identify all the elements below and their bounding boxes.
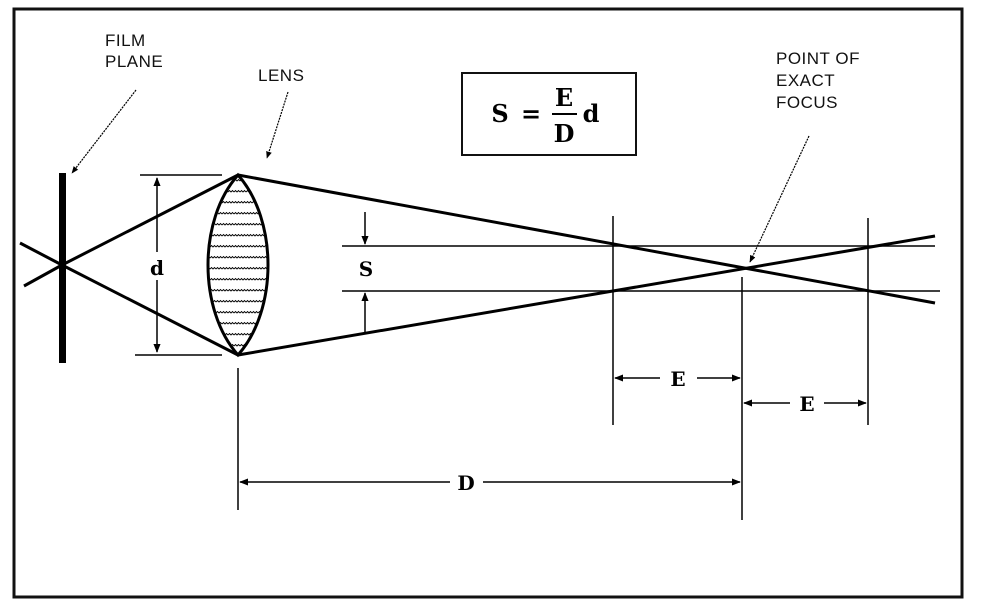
formula-numerator: E: [555, 83, 573, 112]
lens-label: LENS: [258, 66, 304, 85]
focus-label-line1: POINT OF: [776, 49, 860, 68]
spacing-label: S: [359, 257, 373, 281]
ray-extension-top: [19, 241, 63, 267]
ray-lens-top-to-far: [237, 173, 936, 305]
ray-lens-bottom-to-far: [237, 234, 936, 357]
distance-label: D: [457, 471, 474, 495]
focus-label-line2: EXACT: [776, 71, 835, 90]
formula-factor: d: [583, 99, 600, 128]
formula-lhs: S: [491, 99, 508, 128]
aperture-label: d: [150, 256, 164, 280]
ray-film-to-lens-top: [61, 173, 239, 267]
focus-label-line3: FOCUS: [776, 93, 838, 112]
ray-film-to-lens-bottom: [61, 263, 239, 357]
formula-denominator: D: [554, 119, 575, 148]
film-plane-bar: [59, 173, 66, 363]
lens-callout-arrow: [266, 91, 289, 159]
film-plane-callout-arrow: [71, 89, 137, 174]
depth-left-label: E: [670, 367, 685, 391]
formula-equals: =: [521, 99, 541, 128]
film-plane-label-line2: PLANE: [105, 52, 163, 71]
formula-box: S = E D d: [461, 72, 637, 156]
aperture-dimension: [135, 174, 222, 356]
focus-callout-arrow: [749, 135, 810, 263]
ray-extension-bottom: [23, 263, 63, 288]
lens: [206, 172, 270, 358]
depth-right-label: E: [799, 392, 814, 416]
film-plane-label-line1: FILM: [105, 31, 146, 50]
diagram-frame: [12, 7, 964, 599]
